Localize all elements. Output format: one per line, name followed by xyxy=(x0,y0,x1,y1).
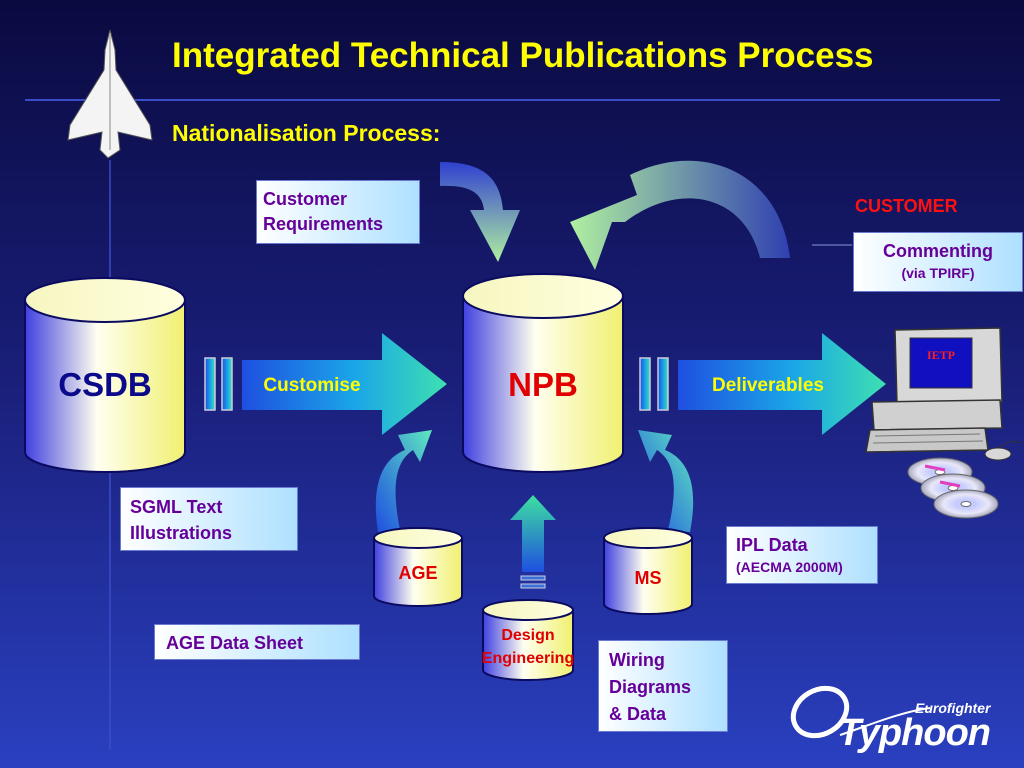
ms-curve-arrow xyxy=(638,430,694,532)
wiring-box: Wiring Diagrams & Data xyxy=(598,640,728,732)
commenting-box: Commenting (via TPIRF) xyxy=(853,232,1023,292)
age-curve-arrow xyxy=(375,430,432,532)
design-up-arrow xyxy=(510,495,556,589)
cd-discs-icon xyxy=(907,457,999,519)
sgml-box: SGML Text Illustrations xyxy=(120,487,298,551)
customer-requirements-line2: Requirements xyxy=(263,214,384,234)
customise-label: Customise xyxy=(263,375,361,396)
csdb-label: CSDB xyxy=(58,366,152,403)
computer-icon xyxy=(865,327,1023,461)
npb-cylinder xyxy=(462,273,624,473)
ms-label: MS xyxy=(634,568,662,588)
ipl-line2: (AECMA 2000M) xyxy=(736,559,843,575)
age-data-sheet-text: AGE Data Sheet xyxy=(166,633,304,653)
eurofighter-logo-swoosh xyxy=(790,685,931,739)
sgml-line2: Illustrations xyxy=(130,523,233,543)
age-label: AGE xyxy=(398,563,438,583)
ms-cylinder xyxy=(603,527,693,615)
customer-requirements-box: Customer Requirements xyxy=(256,180,420,244)
customise-arrow xyxy=(204,333,447,435)
sgml-line1: SGML Text xyxy=(130,497,223,517)
commenting-line2: (via TPIRF) xyxy=(901,265,975,281)
deliverables-arrow xyxy=(639,333,886,435)
ietp-screen-label: IETP xyxy=(926,348,955,362)
age-cylinder xyxy=(373,527,463,607)
requirements-curve-arrow xyxy=(440,162,520,262)
design-label-line2: Engineering xyxy=(481,650,575,667)
design-cylinder xyxy=(482,599,574,681)
npb-label: NPB xyxy=(508,366,578,403)
logo-brand-small: Eurofighter xyxy=(915,700,991,716)
logo-brand-large: Typhoon xyxy=(838,712,991,754)
ipl-line1: IPL Data xyxy=(736,535,808,555)
wiring-line2: Diagrams xyxy=(609,677,692,697)
csdb-cylinder xyxy=(24,277,186,473)
page-title: Integrated Technical Publications Proces… xyxy=(172,36,874,75)
wiring-line3: & Data xyxy=(609,704,667,724)
customer-requirements-line1: Customer xyxy=(263,189,348,209)
commenting-curve-arrow xyxy=(570,160,790,270)
ipl-data-box: IPL Data (AECMA 2000M) xyxy=(726,526,878,584)
design-engineering-label: Design Engineering xyxy=(470,624,586,670)
page-subtitle: Nationalisation Process: xyxy=(172,120,441,146)
wiring-line1: Wiring xyxy=(609,650,665,670)
design-label-line1: Design xyxy=(501,627,555,644)
customer-label: CUSTOMER xyxy=(855,196,958,216)
deliverables-label: Deliverables xyxy=(712,375,824,396)
aircraft-icon xyxy=(67,29,153,159)
commenting-line1: Commenting xyxy=(883,241,993,261)
age-data-sheet-box: AGE Data Sheet xyxy=(154,624,360,660)
